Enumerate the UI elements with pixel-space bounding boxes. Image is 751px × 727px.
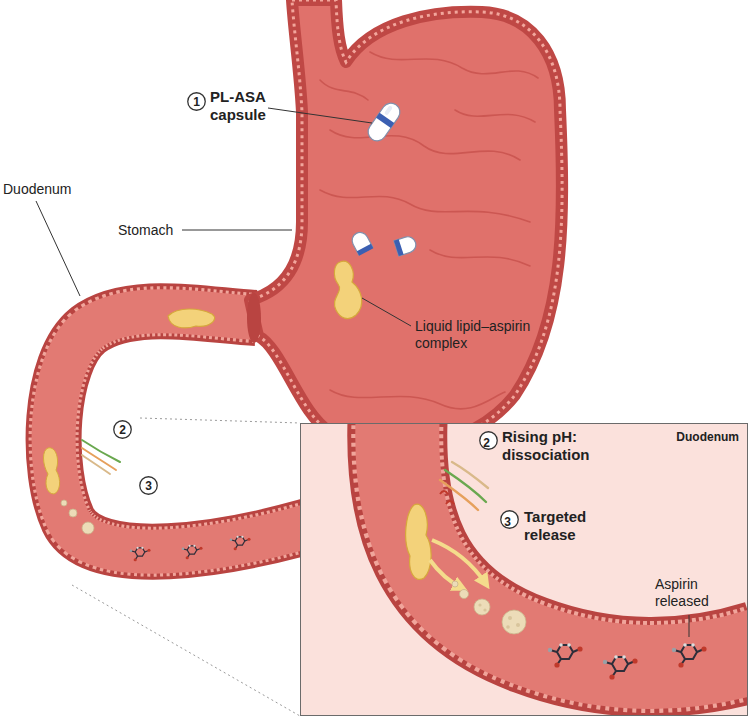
label-text: Aspirin released: [655, 576, 727, 609]
callout-circle: 3: [139, 476, 158, 495]
lipid-blob: [334, 261, 361, 318]
callout-circle: 2: [479, 431, 498, 450]
illustration-part: [502, 610, 526, 634]
illustration-part: [432, 540, 486, 584]
callout-ring: [114, 421, 131, 438]
illustration-part: [452, 462, 488, 488]
illustration-part: [430, 250, 530, 266]
illustration-part: [406, 504, 431, 579]
illustration-part: [182, 545, 203, 560]
release-particles: [61, 500, 251, 561]
illustration-part: [182, 230, 292, 231]
callout-circle: 3: [500, 510, 519, 529]
leader-lines: [36, 108, 411, 326]
callout-ring: [188, 93, 205, 110]
illustration-part: [440, 491, 454, 504]
callout-ring: [480, 432, 497, 449]
illustration-part: [508, 616, 512, 620]
illustration-part: [268, 108, 372, 123]
callout-number: 3: [504, 516, 511, 528]
illustration-part: [474, 599, 490, 615]
illustration-part: [384, 105, 393, 115]
illustration-part: [440, 462, 488, 510]
illustration-part: [672, 643, 707, 667]
illustration-part: [250, 0, 562, 449]
stomach-organ: [247, 0, 562, 449]
illustration-part: [82, 522, 94, 534]
illustration-part: [370, 52, 538, 78]
illustration-part: [349, 230, 373, 255]
callout-number: 3: [145, 480, 152, 492]
illustration-part: [506, 625, 510, 629]
lipid-blob: [44, 448, 60, 494]
label-text: Stomach: [118, 222, 180, 239]
illustration-part: [320, 80, 368, 100]
illustration-part: [460, 590, 469, 599]
illustration-part: [320, 190, 530, 222]
callout-number: 2: [119, 424, 126, 436]
callout-number: 1: [193, 96, 200, 108]
illustration-part: [330, 390, 505, 409]
illustration-part: [478, 603, 520, 628]
callout-ring: [501, 511, 518, 528]
illustration-part: [603, 655, 638, 679]
illustration-part: [452, 581, 458, 587]
label-text: Liquid lipid–aspirin complex: [415, 318, 550, 351]
illustration-part: [357, 244, 373, 256]
illustration-part: [548, 643, 583, 667]
illustration-part: [36, 201, 80, 296]
zoom-lines: [72, 418, 300, 716]
illustration-part: [483, 608, 486, 611]
callout-ring: [140, 477, 157, 494]
illustration-part: [376, 113, 394, 128]
callout-circle: 1: [187, 92, 206, 111]
illustration-part: [230, 536, 251, 551]
illustration-part: [130, 547, 151, 562]
callout-circle: 2: [113, 420, 132, 439]
illustration-part: [397, 423, 748, 667]
capsule: [365, 100, 404, 145]
inset-panel: Duodenum 2 3: [300, 423, 748, 716]
illustration-part: [440, 480, 478, 510]
illustration-part: [478, 603, 481, 606]
label-text: Targeted release: [524, 508, 604, 543]
illustration-part: [455, 110, 535, 122]
illustration-part: [82, 455, 110, 474]
lipid-blob: [168, 309, 215, 328]
illustration-part: [516, 623, 520, 627]
illustration-part: [362, 298, 411, 326]
label-text: Duodenum: [3, 181, 83, 198]
illustration-part: [394, 239, 404, 256]
illustration-part: [140, 418, 300, 423]
illustration-part: [69, 509, 77, 517]
pylorus-ring: [247, 293, 261, 343]
illustration-part: [320, 52, 538, 409]
capsule-half: [349, 230, 373, 256]
label-text: PL-ASA capsule: [210, 88, 274, 123]
inset-heading: Duodenum: [676, 430, 739, 444]
illustration-part: [397, 423, 748, 667]
leader-line: [689, 615, 690, 637]
illustration-part: [397, 423, 748, 667]
illustration-part: [72, 585, 300, 716]
illustration-part: [394, 235, 418, 256]
illustration-part: [330, 130, 520, 160]
illustration-part: [445, 470, 486, 502]
illustration-part: [61, 500, 67, 506]
illustration-part: [250, 0, 562, 449]
capsule-half: [394, 235, 418, 256]
label-text: Rising pH: dissociation: [502, 428, 607, 463]
duct-lines: [82, 440, 120, 474]
illustration-part: [365, 100, 404, 145]
inset-duodenum: [397, 423, 748, 680]
illustration-part: [430, 560, 462, 588]
callout-number: 2: [483, 437, 490, 449]
